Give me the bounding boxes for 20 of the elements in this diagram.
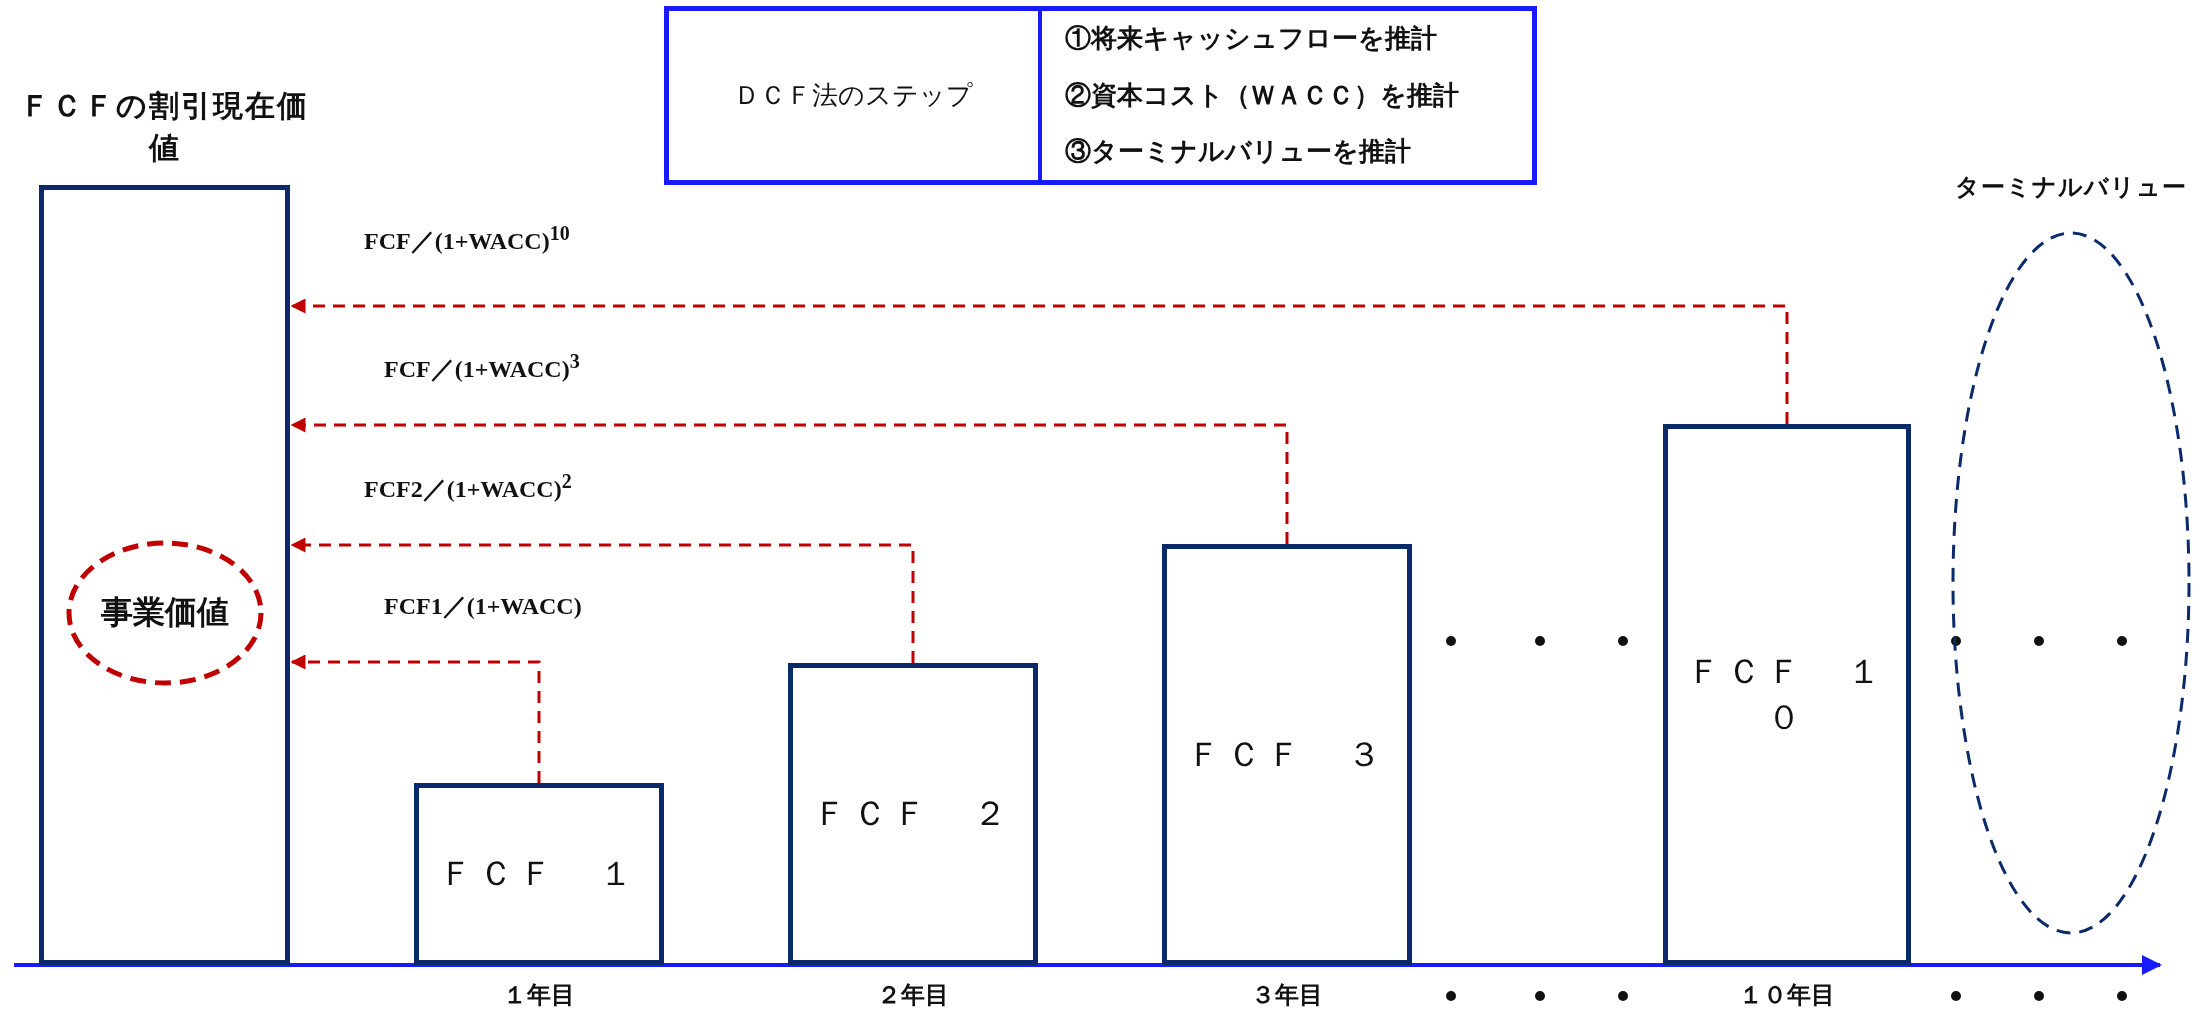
oval-label: 事業価値 bbox=[66, 540, 264, 686]
steps-table bbox=[664, 6, 1537, 185]
heading: ターミナルバリュー bbox=[1954, 173, 2188, 202]
step-item: ③ターミナルバリューを推計 bbox=[1065, 135, 1411, 168]
arrow bbox=[290, 654, 541, 783]
year-label: ２年目 bbox=[876, 981, 950, 1010]
year-label: ３年目 bbox=[1250, 981, 1324, 1010]
fcf-bar: ＦＣＦ ３ bbox=[1162, 544, 1412, 965]
year-label: １年目 bbox=[502, 981, 576, 1010]
heading: ＦＣＦの割引現在価値 bbox=[19, 88, 310, 166]
year-label: １０年目 bbox=[1738, 981, 1836, 1010]
fcf-bar: ＦＣＦ １０ bbox=[1663, 424, 1911, 965]
fcf-bar: ＦＣＦ １ bbox=[414, 783, 664, 965]
fcf-bar: ＦＣＦ ２ bbox=[788, 663, 1038, 965]
step-item: ①将来キャッシュフローを推計 bbox=[1065, 23, 1437, 56]
arrow bbox=[290, 298, 1789, 424]
table-heading: ＤＣＦ法のステップ bbox=[733, 80, 974, 112]
arrow bbox=[290, 417, 1289, 544]
arrow bbox=[290, 537, 915, 663]
step-item: ②資本コスト（ＷＡＣＣ）を推計 bbox=[1065, 79, 1459, 112]
